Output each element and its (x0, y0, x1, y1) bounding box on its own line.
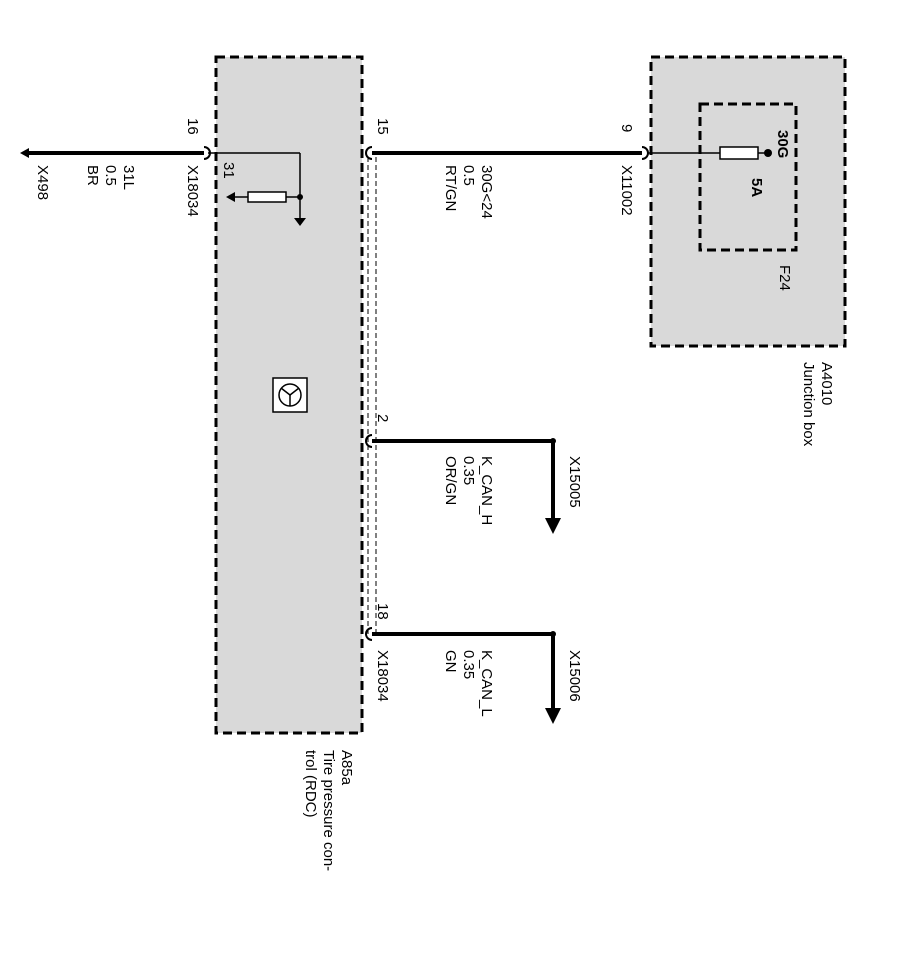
fuse-id-label: F24 (776, 265, 793, 291)
can-h-color: OR/GN (442, 456, 459, 505)
connector-x15005: X15005 (566, 456, 583, 508)
ground-terminal-icon (20, 148, 29, 158)
power-wire-signal: 30G<24 (478, 165, 495, 219)
rdc-module-id: A85a (338, 750, 355, 786)
can-h-dot (550, 438, 556, 444)
can-l-color: GN (442, 650, 459, 673)
fuse-box (698, 102, 798, 252)
connector-x11002: X11002 (618, 165, 635, 216)
pin-18-connector-icon (365, 627, 373, 641)
pin-31-label: 31 (220, 162, 237, 179)
can-l-dot (550, 631, 556, 637)
can-h-size: 0.35 (460, 456, 477, 485)
resistor-icon (247, 191, 287, 203)
can-l-signal: K_CAN_L (478, 650, 495, 717)
connector-x18034-bottom: X18034 (374, 650, 391, 702)
fuse-icon (719, 146, 759, 160)
pin-31-arrow-icon (226, 192, 235, 202)
pin-18-label: 18 (374, 603, 391, 620)
pin-16-label: 16 (184, 118, 201, 135)
pin-15-label: 15 (374, 118, 391, 135)
rdc-module-name-1: Tire pressure con- (320, 750, 337, 871)
fuse-terminal-label: 30G (774, 130, 791, 158)
ground-connector-label: X498 (34, 165, 51, 200)
connector-x15006: X15006 (566, 650, 583, 702)
ground-wire-size: 0.5 (102, 165, 119, 186)
pin-2-label: 2 (374, 414, 391, 422)
internal-ground-icon (294, 218, 306, 226)
pin-2-connector-icon (365, 434, 373, 448)
pin-9-label: 9 (618, 124, 635, 132)
can-h-signal: K_CAN_H (478, 456, 495, 525)
junction-box-id: A4010 (818, 362, 835, 405)
power-wire-size: 0.5 (460, 165, 477, 186)
junction-dot (297, 194, 303, 200)
pin-9-connector-icon (641, 146, 649, 160)
rdc-module-name-2: trol (RDC) (302, 750, 319, 818)
pin-15-connector-icon (365, 146, 373, 160)
fuse-terminal-dot (764, 149, 772, 157)
power-wire-color: RT/GN (442, 165, 459, 211)
fuse-rating-label: 5A (748, 178, 765, 197)
can-l-size: 0.35 (460, 650, 477, 679)
junction-box-name: Junction box (800, 362, 817, 447)
connector-x18034-top: X18034 (184, 165, 201, 217)
ground-wire-color: BR (84, 165, 101, 186)
ground-wire-signal: 31L (120, 165, 137, 190)
can-l-arrow-icon (545, 708, 561, 724)
can-h-arrow-icon (545, 518, 561, 534)
